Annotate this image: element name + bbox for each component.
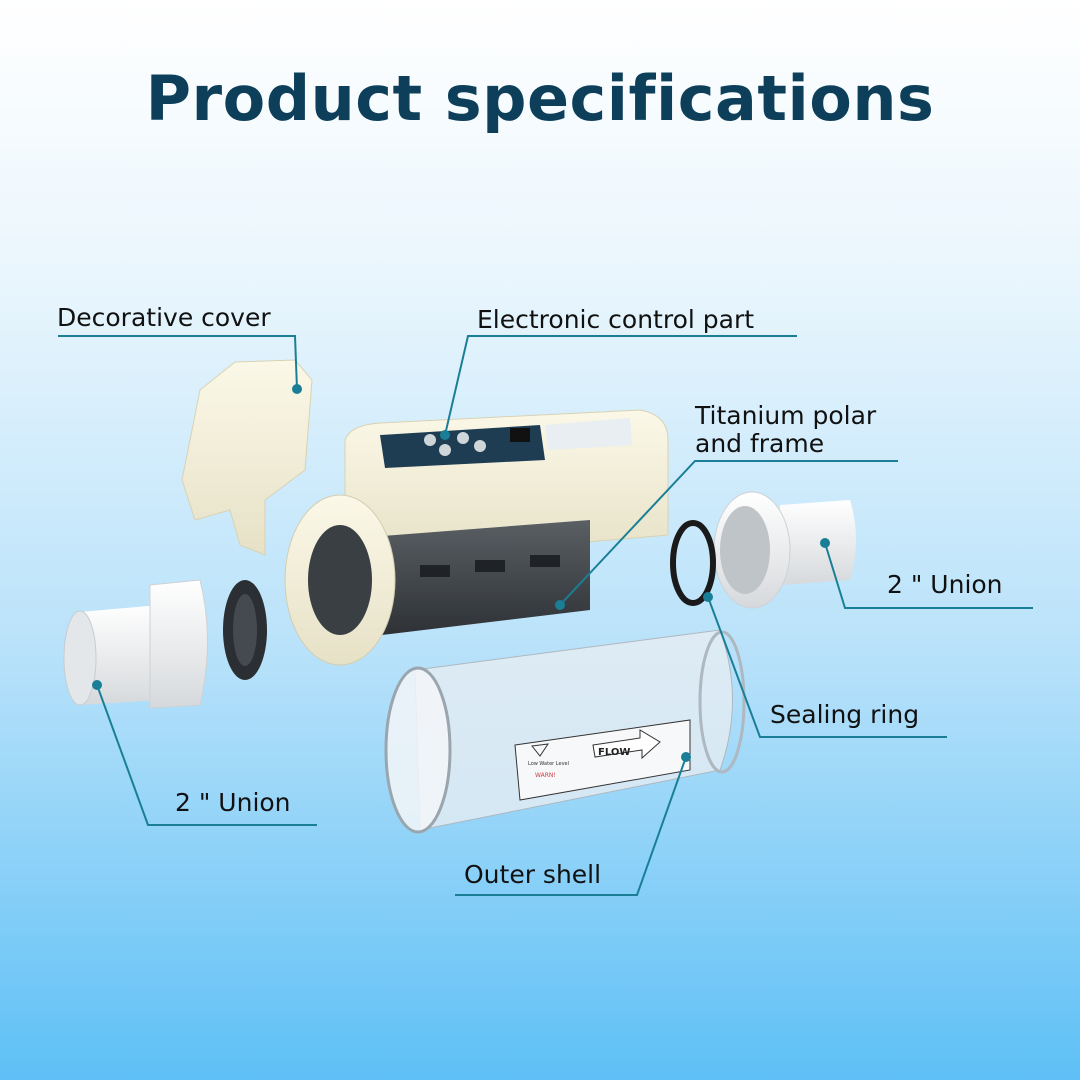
left-union-part [63,579,208,709]
label-titanium-line1: Titanium polar [695,401,877,430]
decorative-cover-part [181,359,313,556]
leader-dots [92,384,830,762]
sealing-ring-part [670,520,716,606]
page-title: Product specifications [145,62,935,135]
titanium-polar-frame-part [223,494,590,680]
leader-lines [58,335,1033,896]
warning-triangle-icon [531,743,550,757]
label-union-right: 2 " Union [887,570,1003,599]
outer-shell-part [384,629,746,834]
flow-marking: FLOW [598,747,630,758]
label-electronic-control-part: Electronic control part [477,305,755,334]
label-titanium-line2: and frame [695,429,825,458]
label-union-left: 2 " Union [175,788,291,817]
label-decorative-cover: Decorative cover [57,303,271,332]
low-water-marking: Low Water Level [528,761,569,767]
label-outer-shell: Outer shell [464,860,602,889]
warn-marking: WARN! [535,772,556,779]
label-sealing-ring: Sealing ring [770,700,920,729]
right-union-part [713,491,856,609]
